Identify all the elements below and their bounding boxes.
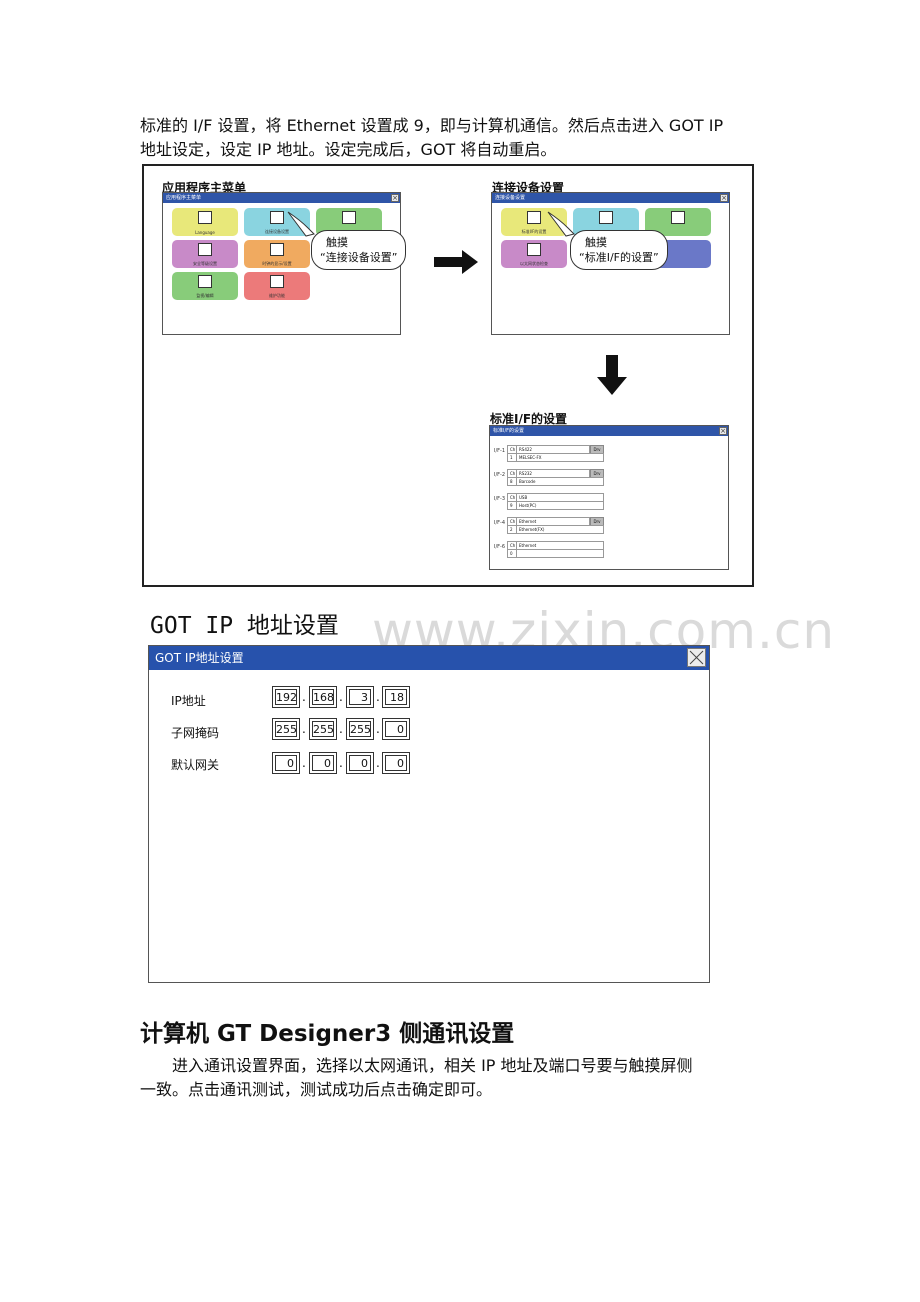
standard-if-titlebar: 标准I/F的设置 × (490, 426, 728, 436)
tile-monitor-edit[interactable]: 监视/编辑 (172, 272, 238, 300)
indicator-icon (671, 211, 685, 224)
ip-octet-3[interactable]: 3 (346, 686, 374, 708)
gateway-octet-3[interactable]: 0 (346, 752, 374, 774)
mask-octet-2[interactable]: 255 (309, 718, 337, 740)
gateway-octet-4[interactable]: 0 (382, 752, 410, 774)
gateway-label: 默认网关 (171, 758, 220, 772)
close-icon[interactable]: × (719, 427, 727, 435)
touch-callout-2: 触摸 “标准I/F的设置” (570, 230, 668, 270)
pc-side-paragraph: 进入通讯设置界面，选择以太网通讯，相关 IP 地址及端口号要与触摸屏侧 一致。点… (140, 1054, 790, 1102)
procedure-figure: 应用程序主菜单 应用程序主菜单 × Language 连接设备设置 安全等级设置… (142, 164, 754, 587)
finger-pointer-icon (287, 211, 315, 237)
network-icon (599, 211, 613, 224)
finger-pointer-icon (547, 211, 575, 237)
connection-icon (270, 211, 284, 224)
connection-icon (527, 211, 541, 224)
device-icon (342, 211, 356, 224)
touch-callout-1: 触摸 “连接设备设置” (311, 230, 407, 270)
ethernet-icon (527, 243, 541, 256)
meter-icon (198, 275, 212, 288)
intro-line-1: 标准的 I/F 设置，将 Ethernet 设置成 9，即与计算机通信。然后点击… (140, 116, 724, 135)
bottom-line-2: 一致。点击通讯测试，测试成功后点击确定即可。 (140, 1080, 493, 1099)
mask-octet-4[interactable]: 0 (382, 718, 410, 740)
main-menu-titlebar: 应用程序主菜单 × (163, 193, 400, 203)
bottom-line-1: 进入通讯设置界面，选择以太网通讯，相关 IP 地址及端口号要与触摸屏侧 (140, 1056, 693, 1075)
mask-octet-3[interactable]: 255 (346, 718, 374, 740)
subnet-mask-label: 子网掩码 (171, 726, 220, 740)
panel2-caption: 连接设备设置 (492, 181, 565, 195)
standard-if-window: 标准I/F的设置 × I/F-1 Ch RS422 Drv 1 MELSEC-F… (489, 425, 729, 570)
tile-maintenance[interactable]: 维护功能 (244, 272, 310, 300)
mask-octet-1[interactable]: 255 (272, 718, 300, 740)
connection-settings-titlebar: 连接设备设置 × (492, 193, 729, 203)
tile-ethernet-status[interactable]: 以太网状态检查 (501, 240, 567, 268)
ip-address-label: IP地址 (171, 694, 206, 708)
ip-octet-4[interactable]: 18 (382, 686, 410, 708)
ip-octet-1[interactable]: 192 (272, 686, 300, 708)
tile-security-level[interactable]: 安全等级设置 (172, 240, 238, 268)
gateway-octet-2[interactable]: 0 (309, 752, 337, 774)
panel3-caption: 标准I/F的设置 (490, 412, 568, 426)
intro-paragraph: 标准的 I/F 设置，将 Ethernet 设置成 9，即与计算机通信。然后点击… (140, 114, 790, 162)
got-ip-titlebar: GOT IP地址设置 (149, 646, 709, 670)
arrow-right-icon (434, 250, 478, 274)
panel1-caption: 应用程序主菜单 (162, 181, 247, 195)
close-icon[interactable] (687, 648, 706, 667)
key-icon (198, 243, 212, 256)
monitor-icon (198, 211, 212, 224)
close-icon[interactable]: × (720, 194, 728, 202)
close-icon[interactable]: × (391, 194, 399, 202)
arrow-down-icon (597, 355, 627, 395)
maintenance-icon (270, 275, 284, 288)
clock-icon (270, 243, 284, 256)
intro-line-2: 地址设定，设定 IP 地址。设定完成后，GOT 将自动重启。 (140, 140, 557, 159)
gateway-octet-1[interactable]: 0 (272, 752, 300, 774)
got-ip-dialog: GOT IP地址设置 IP地址 192 . 168 . 3 . 18 子网掩码 … (148, 645, 710, 983)
tile-language[interactable]: Language (172, 208, 238, 236)
section-title: GOT IP 地址设置 (150, 613, 339, 639)
ip-octet-2[interactable]: 168 (309, 686, 337, 708)
pc-side-heading: 计算机 GT Designer3 侧通讯设置 (140, 1021, 515, 1047)
tile-clock-settings[interactable]: 时钟的显示/设置 (244, 240, 310, 268)
got-ip-title: GOT IP地址设置 (155, 651, 244, 665)
